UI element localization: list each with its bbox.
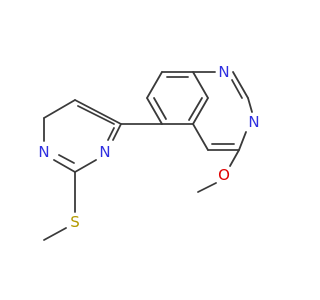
bond-27 bbox=[74, 99, 122, 125]
molecule-diagram: N N O N N S bbox=[38, 63, 260, 241]
atom-n-quinazoline-1: N bbox=[218, 63, 229, 81]
bond-26 bbox=[43, 99, 76, 119]
atom-label-layer: N N O N N S bbox=[38, 63, 259, 231]
bond-3 bbox=[192, 97, 209, 125]
bond-24 bbox=[58, 154, 75, 164]
bond-22 bbox=[74, 159, 97, 173]
bond-13 bbox=[238, 131, 247, 151]
bond-28 bbox=[77, 105, 115, 125]
bond-12 bbox=[247, 97, 253, 113]
bond-20 bbox=[112, 123, 122, 141]
atom-n-pyrimidine-1: N bbox=[38, 143, 49, 161]
bond-6 bbox=[146, 97, 163, 125]
atom-s-methylthio: S bbox=[70, 213, 80, 231]
bond-4 bbox=[188, 97, 203, 121]
bond-8 bbox=[146, 71, 163, 99]
bond-7 bbox=[153, 97, 167, 120]
atom-n-quinazoline-3: N bbox=[248, 113, 259, 131]
bond-2 bbox=[192, 71, 209, 99]
atom-o-methoxy: O bbox=[218, 166, 230, 184]
bond-30 bbox=[43, 227, 67, 241]
bond-10 bbox=[232, 71, 249, 99]
bond-23 bbox=[53, 159, 76, 173]
bond-11 bbox=[231, 79, 243, 99]
atom-n-pyrimidine-3: N bbox=[99, 143, 110, 161]
bond-17 bbox=[229, 149, 240, 167]
bond-18 bbox=[197, 182, 217, 193]
bond-layer bbox=[43, 71, 253, 241]
bond-21 bbox=[107, 127, 115, 141]
bond-16 bbox=[192, 123, 209, 151]
